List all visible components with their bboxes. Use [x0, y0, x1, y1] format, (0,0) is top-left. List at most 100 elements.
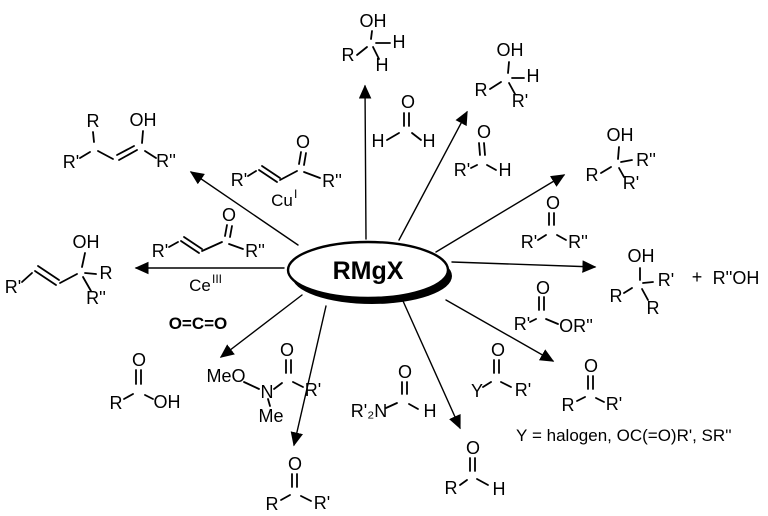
- atom-r2: R'': [322, 171, 342, 191]
- atom-r1: R': [63, 152, 79, 172]
- product-allylic-alcohol: OH R R'' R': [5, 232, 113, 308]
- atom-r: R: [610, 286, 623, 306]
- catalyst-ce: Ce: [189, 276, 211, 295]
- catalyst-ce-oxidation-state: III: [212, 272, 222, 286]
- reagent-enone-cu: O R' R'' Cu I: [231, 132, 342, 210]
- atom-h: H: [499, 160, 512, 180]
- bond: [258, 169, 278, 183]
- bond: [386, 132, 400, 141]
- bond: [229, 225, 233, 238]
- byproduct-alcohol: R''OH: [713, 268, 760, 288]
- atom-me: Me: [258, 406, 283, 426]
- atom-r1: R': [305, 380, 321, 400]
- note-y-definition: Y = halogen, OC(=O)R', SR'': [516, 426, 732, 445]
- atom-r: R: [586, 165, 599, 185]
- bond: [82, 276, 92, 292]
- atom-oh: OH: [607, 125, 634, 145]
- atom-r1: R': [5, 277, 21, 297]
- bond: [144, 394, 154, 400]
- bond: [224, 224, 228, 237]
- atom-o: O: [132, 350, 146, 370]
- atom-h: H: [393, 32, 406, 52]
- bond: [385, 402, 398, 409]
- arrows: [134, 84, 597, 447]
- atom-h: H: [493, 479, 506, 499]
- atom-r1: R': [521, 232, 537, 252]
- bond: [116, 145, 135, 156]
- bond: [247, 170, 257, 177]
- bond: [97, 150, 114, 160]
- reagent-formamide: O R'₂N H: [351, 362, 437, 421]
- bond: [408, 403, 419, 410]
- atom-or2: OR'': [559, 316, 593, 336]
- product-ketone-from-weinreb: O R R': [266, 454, 331, 514]
- catalyst-cu: Cu: [271, 191, 293, 210]
- atom-o: O: [296, 132, 310, 152]
- node-body: [286, 240, 450, 300]
- atom-o: O: [477, 122, 491, 142]
- bond: [600, 166, 612, 174]
- bond: [483, 142, 486, 156]
- reagent-weinreb-amide: O MeO N Me R': [206, 340, 321, 426]
- atom-r1: R': [514, 314, 530, 334]
- bond: [595, 397, 605, 403]
- atom-r2: R'': [245, 241, 265, 261]
- atom-oh: OH: [130, 110, 157, 130]
- atom-h: H: [423, 131, 436, 151]
- bond: [537, 234, 547, 241]
- bond: [92, 131, 95, 143]
- atom-r1: R': [606, 394, 622, 414]
- atom-o: O: [491, 340, 505, 360]
- arrow-to-ketone-from-acyl: [445, 299, 555, 362]
- bond: [459, 479, 468, 486]
- bond: [81, 252, 86, 268]
- atom-o: O: [536, 278, 550, 298]
- atom-o: O: [222, 205, 236, 225]
- atom-r: R: [475, 80, 488, 100]
- bond: [141, 130, 144, 144]
- bond: [267, 398, 271, 407]
- bond: [508, 82, 516, 95]
- product-secondary-alcohol: OH R H R': [475, 40, 540, 111]
- rmgx-node: RMgX: [286, 240, 452, 304]
- atom-o: O: [288, 454, 302, 474]
- reagent-co2: O=C=O: [169, 314, 228, 333]
- atom-oh: OH: [360, 11, 387, 31]
- bond: [641, 288, 649, 301]
- reagent-ketone: O R' R'': [521, 193, 588, 252]
- atom-o: O: [584, 356, 598, 376]
- bond: [168, 241, 179, 248]
- bond: [618, 167, 625, 178]
- bond: [623, 287, 633, 294]
- atom-oh: OH: [73, 232, 100, 252]
- arrow-to-aldehyde-product: [402, 300, 461, 430]
- bond: [59, 273, 78, 284]
- atom-r2: R'': [568, 232, 588, 252]
- bond: [261, 165, 281, 179]
- bond: [280, 494, 291, 501]
- bond: [201, 241, 223, 252]
- bond: [470, 164, 478, 169]
- bond: [228, 243, 244, 250]
- atom-h: H: [372, 131, 385, 151]
- arrow-to-secondary-alcohol: [398, 110, 468, 241]
- bond: [273, 382, 283, 390]
- atom-r1: R': [454, 160, 470, 180]
- bond: [84, 272, 97, 275]
- atom-r: R: [647, 298, 660, 318]
- atom-o: O: [546, 193, 560, 213]
- note-y: Y: [516, 426, 527, 445]
- bond: [118, 149, 138, 161]
- arrow-to-enol-product: [189, 171, 299, 246]
- arrow-to-primary-alcohol: [358, 84, 372, 240]
- atom-h: H: [424, 401, 437, 421]
- arrow-to-ketone-from-weinreb: [290, 305, 327, 447]
- bond: [303, 152, 307, 166]
- plus-sign: +: [692, 267, 703, 287]
- atom-r: R: [100, 263, 113, 283]
- atom-r1: R': [515, 380, 531, 400]
- atom-h: H: [527, 66, 540, 86]
- atom-y: Y: [471, 381, 483, 401]
- bond: [411, 132, 422, 141]
